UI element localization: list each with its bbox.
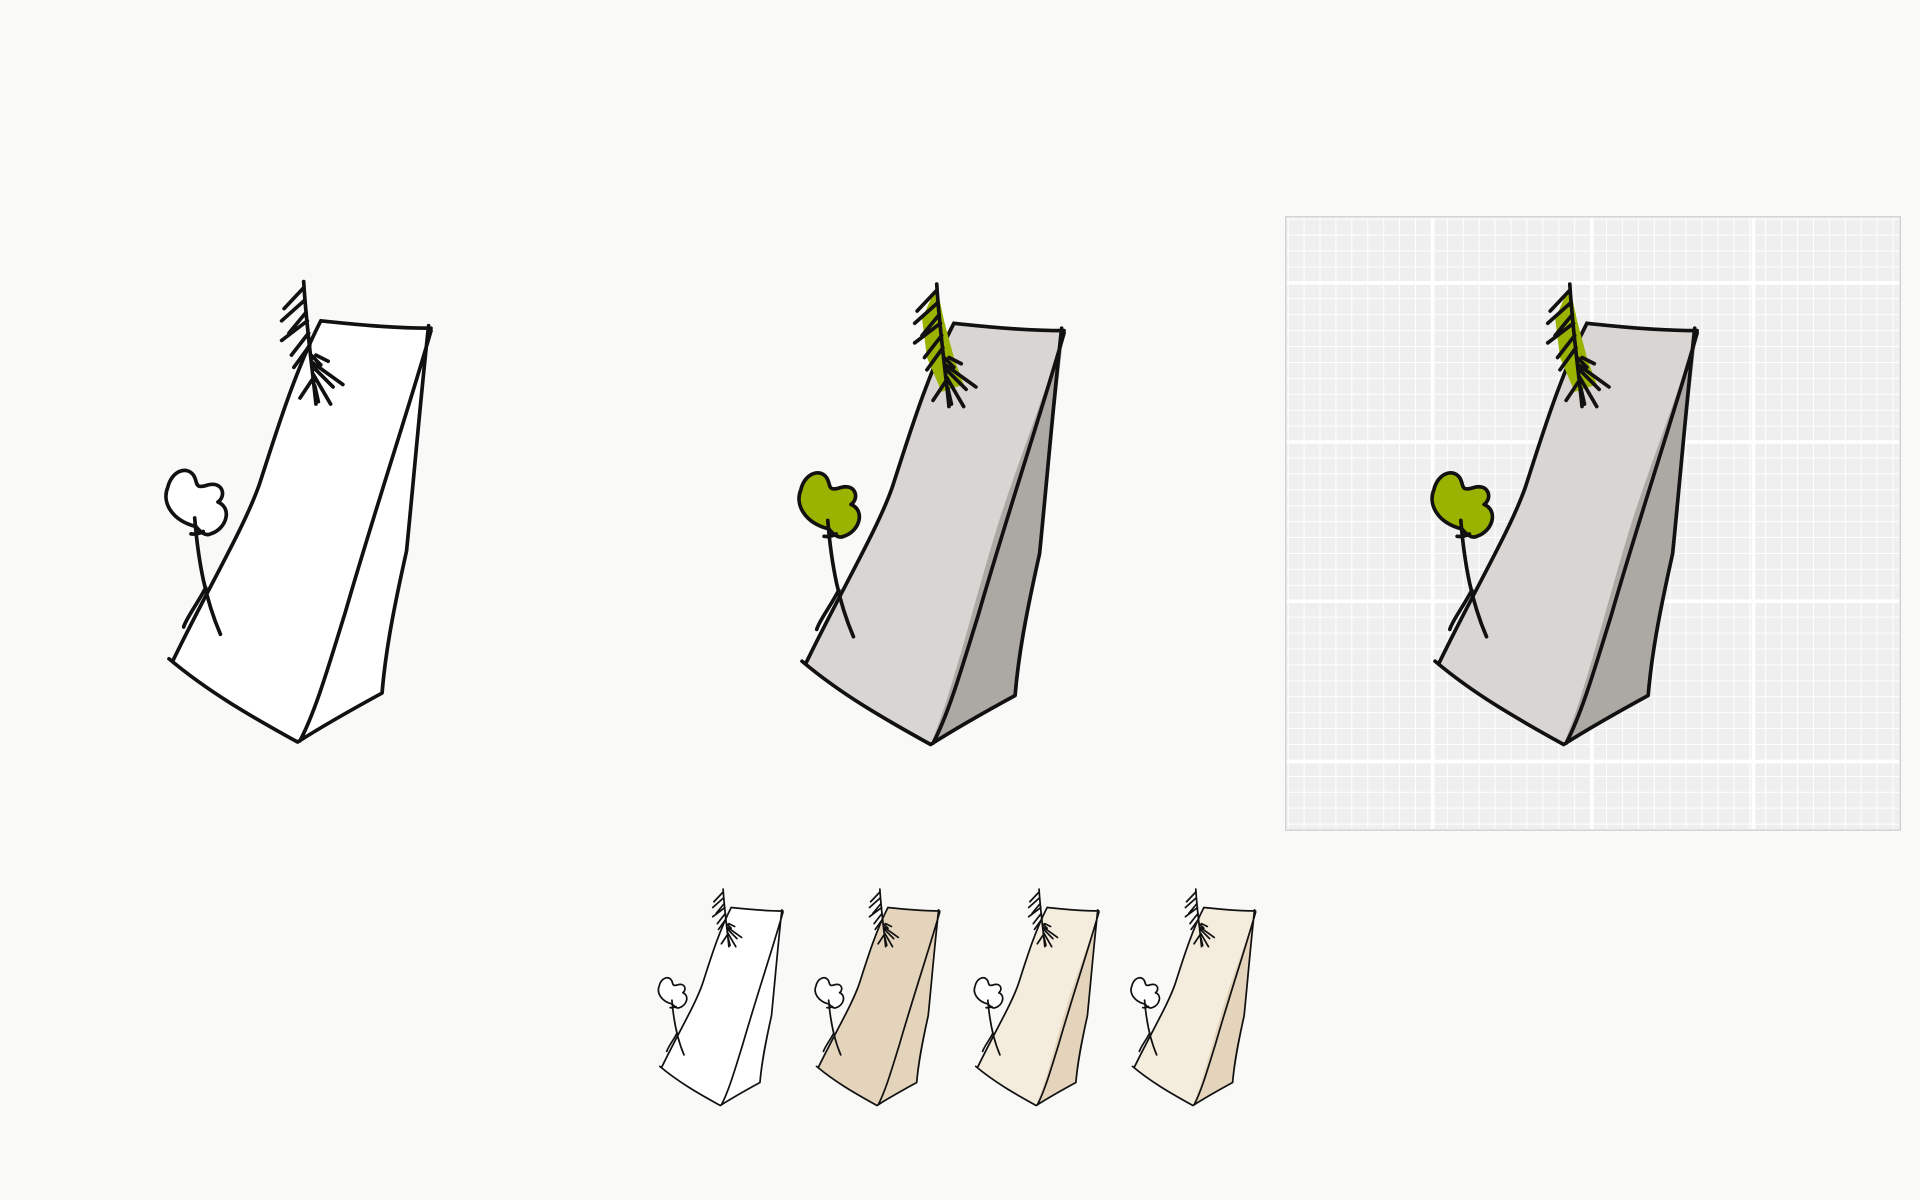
rock-with-trees-drawing xyxy=(164,279,433,744)
rock-with-trees-drawing xyxy=(1130,888,1257,1107)
sketch-outline-only xyxy=(164,279,433,744)
rock-with-trees-drawing xyxy=(973,888,1100,1107)
thumbnail-tan xyxy=(814,888,941,1107)
thumbnail-white xyxy=(657,888,784,1107)
sketch-grey-shaded-on-grid xyxy=(1430,282,1699,747)
sketch-grey-shaded xyxy=(797,282,1066,747)
rock-with-trees-drawing xyxy=(814,888,941,1107)
thumbnail-cream xyxy=(1130,888,1257,1107)
rock-with-trees-drawing xyxy=(657,888,784,1107)
thumbnail-cream-tan-side xyxy=(973,888,1100,1107)
rock-with-trees-drawing xyxy=(797,282,1066,747)
rock-with-trees-drawing xyxy=(1430,282,1699,747)
